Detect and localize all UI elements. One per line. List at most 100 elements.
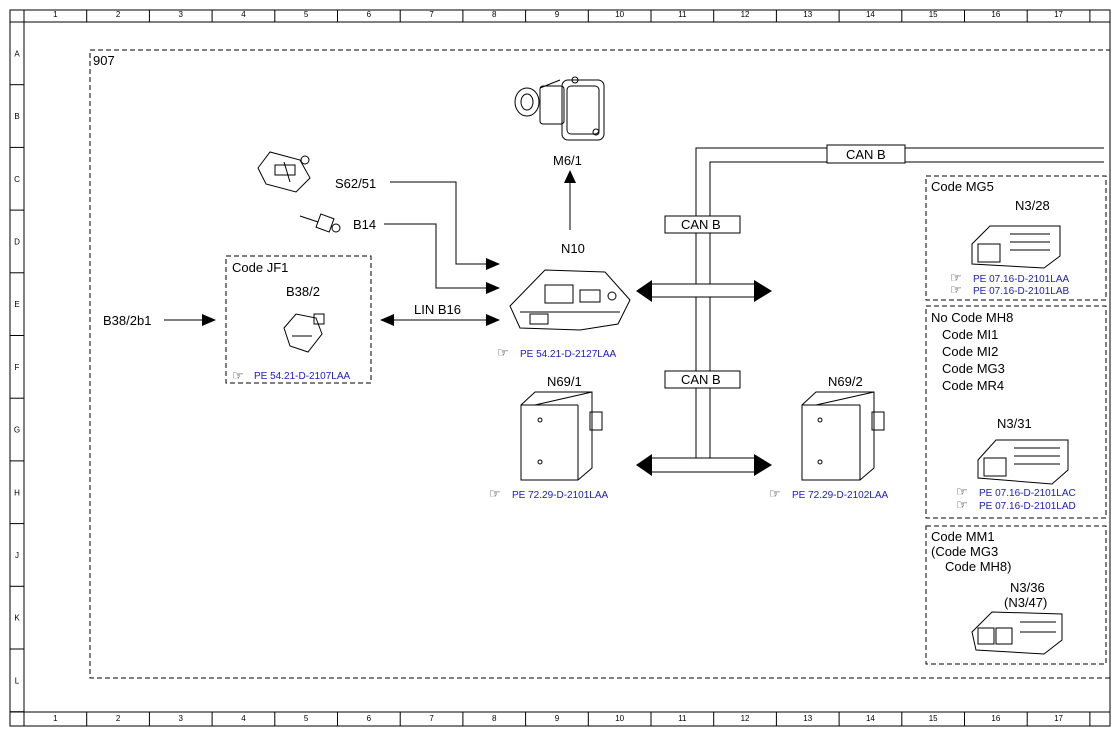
n3-36-ecu-icon [971, 611, 1063, 655]
can-b-box-mid [664, 215, 741, 234]
b14-label: B14 [353, 217, 376, 232]
column-label: 1 [53, 10, 58, 19]
column-label: 8 [492, 714, 497, 723]
b38-2-label: B38/2 [286, 284, 320, 299]
column-label: 15 [929, 714, 938, 723]
code-mi2-label: Code MI2 [942, 344, 998, 359]
code-mi1-label: Code MI1 [942, 327, 998, 342]
column-label: 17 [1054, 10, 1063, 19]
column-label: 9 [555, 10, 560, 19]
n3-47-label: (N3/47) [1004, 595, 1047, 610]
m6-1-label: M6/1 [553, 153, 582, 168]
column-label: 6 [367, 714, 372, 723]
code-mm1-sub2: Code MH8) [945, 559, 1011, 574]
code-mm1-box [925, 525, 1107, 665]
no-code-mh8-box [925, 305, 1107, 519]
column-label: 12 [741, 714, 750, 723]
sheet-label: 907 [93, 53, 115, 68]
b38-2-ref[interactable]: ☞ PE 54.21-D-2107LAA [232, 368, 351, 383]
row-label: A [14, 49, 20, 58]
n3-28-ecu-icon [971, 225, 1061, 269]
n10-ref[interactable]: ☞ PE 54.21-D-2127LAA [497, 345, 617, 360]
can-b-bus [650, 147, 1104, 473]
column-label: 10 [615, 10, 624, 19]
code-jf1-label: Code JF1 [232, 260, 288, 275]
column-label: 2 [116, 10, 121, 19]
can-b-top-label: CAN B [846, 147, 886, 162]
column-label: 15 [929, 10, 938, 19]
n69-1-label: N69/1 [547, 374, 582, 389]
n3-36-label: N3/36 [1010, 580, 1045, 595]
n10-ref-text[interactable]: PE 54.21-D-2127LAA [520, 349, 617, 360]
column-label: 2 [116, 714, 121, 723]
pointer-hand-icon: ☞ [956, 484, 968, 499]
m6-1-motor-icon [514, 76, 605, 141]
code-mg5-label: Code MG5 [931, 179, 994, 194]
n69-1-ref[interactable]: ☞ PE 72.29-D-2101LAA [489, 486, 609, 501]
column-label: 3 [179, 10, 184, 19]
n3-31-ecu-icon [977, 439, 1069, 485]
row-label: J [15, 551, 19, 560]
column-label: 14 [866, 10, 875, 19]
column-label: 17 [1054, 714, 1063, 723]
row-label: F [15, 363, 20, 372]
pointer-hand-icon: ☞ [956, 497, 968, 512]
code-mm1-label: Code MM1 [931, 529, 995, 544]
can-b-low-label: CAN B [681, 372, 721, 387]
column-label: 13 [803, 10, 812, 19]
pointer-hand-icon: ☞ [489, 486, 501, 501]
n3-28-label: N3/28 [1015, 198, 1050, 213]
n3-31-ref-a-text[interactable]: PE 07.16-D-2101LAC [979, 488, 1076, 499]
pointer-hand-icon: ☞ [497, 345, 509, 360]
column-label: 6 [367, 10, 372, 19]
row-label: G [14, 426, 20, 435]
row-label: B [14, 112, 19, 121]
column-label: 7 [429, 10, 434, 19]
column-label: 9 [555, 714, 560, 723]
column-label: 10 [615, 714, 624, 723]
n3-31-ref-b[interactable]: ☞ PE 07.16-D-2101LAD [956, 497, 1076, 512]
n3-28-ref-b[interactable]: ☞ PE 07.16-D-2101LAB [950, 282, 1070, 297]
n3-28-ref-a[interactable]: ☞ PE 07.16-D-2101LAA [950, 270, 1070, 285]
b38-2-ref-text[interactable]: PE 54.21-D-2107LAA [254, 371, 351, 382]
code-mg3-label: Code MG3 [942, 361, 1005, 376]
code-jf1-box [225, 255, 372, 384]
column-label: 11 [678, 10, 687, 19]
n69-1-ref-text[interactable]: PE 72.29-D-2101LAA [512, 490, 609, 501]
row-label: E [14, 300, 19, 309]
row-label: H [14, 488, 20, 497]
code-mg5-box [925, 175, 1107, 301]
b38-2-sensor-icon [283, 313, 325, 353]
s62-51-label: S62/51 [335, 176, 376, 191]
n3-31-ref-a[interactable]: ☞ PE 07.16-D-2101LAC [956, 484, 1076, 499]
can-b-box-low [664, 370, 741, 389]
pointer-hand-icon: ☞ [769, 486, 781, 501]
n3-31-ref-b-text[interactable]: PE 07.16-D-2101LAD [979, 501, 1076, 512]
n3-28-ref-a-text[interactable]: PE 07.16-D-2101LAA [973, 274, 1070, 285]
column-label: 1 [53, 714, 58, 723]
n69-2-ref[interactable]: ☞ PE 72.29-D-2102LAA [769, 486, 889, 501]
column-label: 13 [803, 714, 812, 723]
column-label: 7 [429, 714, 434, 723]
pointer-hand-icon: ☞ [950, 282, 962, 297]
column-label: 16 [991, 714, 1000, 723]
column-label: 12 [741, 10, 750, 19]
n69-1-module-icon [520, 391, 603, 481]
column-label: 11 [678, 714, 687, 723]
pointer-hand-icon: ☞ [950, 270, 962, 285]
n69-2-ref-text[interactable]: PE 72.29-D-2102LAA [792, 490, 889, 501]
column-label: 16 [991, 10, 1000, 19]
column-label: 8 [492, 10, 497, 19]
row-label: K [14, 614, 20, 623]
row-label: L [15, 676, 20, 685]
n3-28-ref-b-text[interactable]: PE 07.16-D-2101LAB [973, 286, 1070, 297]
column-label: 14 [866, 714, 875, 723]
code-mm1-sub1: (Code MG3 [931, 544, 998, 559]
column-label: 4 [241, 10, 246, 19]
column-label: 5 [304, 10, 309, 19]
row-label: C [14, 175, 20, 184]
n69-2-label: N69/2 [828, 374, 863, 389]
b38-2b1-label: B38/2b1 [103, 313, 151, 328]
n10-label: N10 [561, 241, 585, 256]
